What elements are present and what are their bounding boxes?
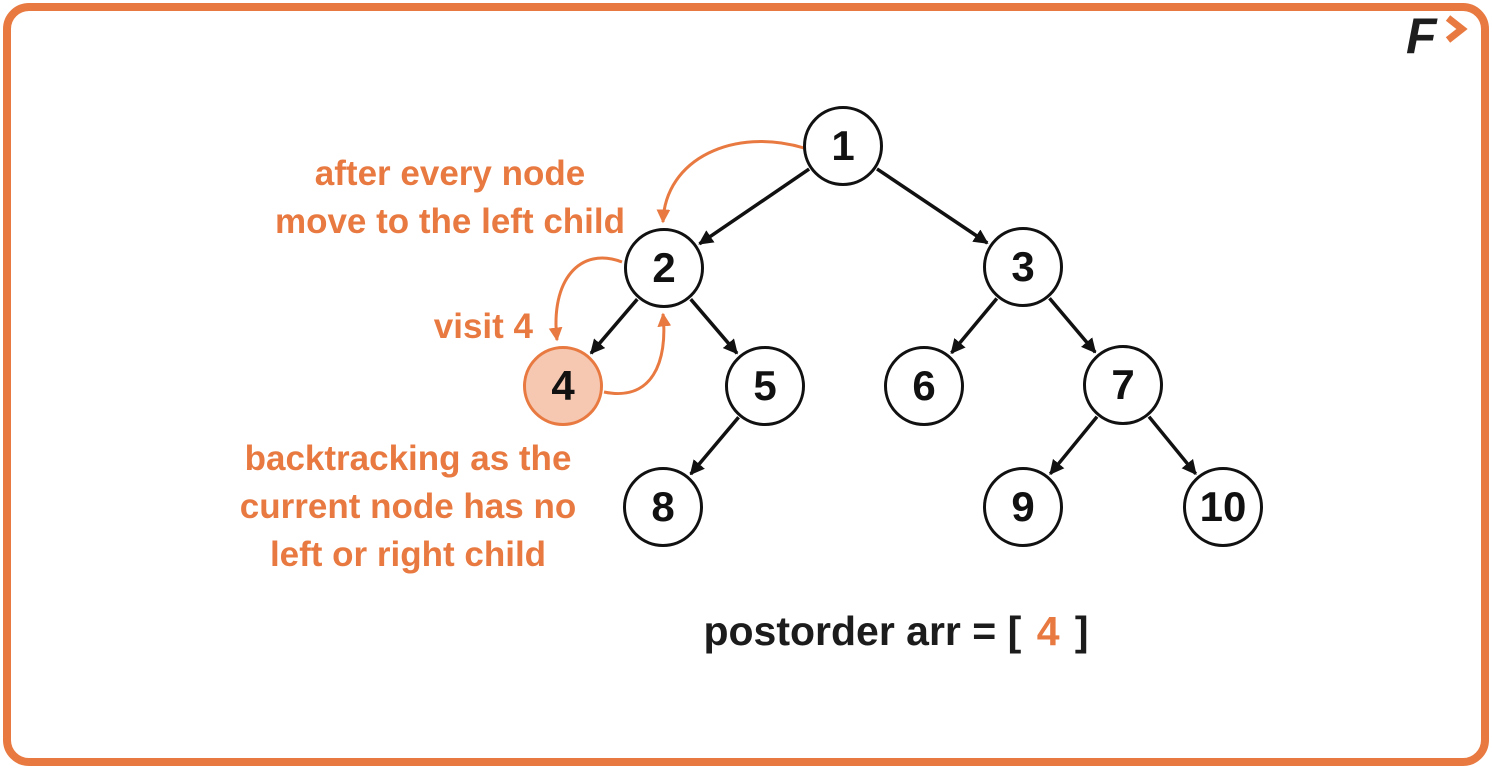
annotation-move-to-left-child: after every node move to the left child	[250, 150, 650, 246]
edge-7-10	[1147, 415, 1198, 475]
tree-node-8: 8	[623, 467, 703, 547]
tree-node-3: 3	[983, 227, 1063, 307]
tree-node-10: 10	[1183, 467, 1263, 547]
annotation-line: current node has no	[239, 487, 577, 526]
chevron-right-icon	[1445, 15, 1468, 43]
edge-1-3	[876, 167, 989, 245]
edge-7-9	[1048, 415, 1099, 475]
traversal-arrows	[548, 139, 805, 395]
brand-logo: F	[1406, 8, 1468, 64]
annotation-line: move to the left child	[274, 202, 626, 241]
tree-node-4-highlighted: 4	[523, 346, 603, 426]
traverse-arrow-2-to-4	[548, 256, 623, 342]
edge-3-6	[950, 297, 999, 355]
postorder-result: postorder arr = [ 4 ]	[646, 608, 1146, 655]
tree-node-5: 5	[725, 346, 805, 426]
annotation-line: after every node	[314, 154, 586, 193]
result-suffix: ]	[1074, 608, 1089, 654]
tree-node-1: 1	[803, 106, 883, 186]
traverse-arrow-1-to-2	[656, 139, 805, 224]
result-prefix: postorder arr = [	[703, 608, 1022, 654]
tree-node-2: 2	[624, 228, 704, 308]
tree-node-9: 9	[983, 467, 1063, 547]
annotation-line: visit 4	[433, 307, 533, 346]
annotation-line: left or right child	[269, 535, 547, 574]
edge-2-4	[589, 298, 639, 355]
result-value: 4	[1036, 608, 1060, 654]
logo-f: F	[1406, 8, 1437, 64]
edge-5-8	[689, 416, 740, 476]
annotation-visit-4: visit 4	[333, 303, 533, 351]
annotation-line: backtracking as the	[244, 439, 572, 478]
tree-edges	[589, 167, 1198, 476]
tree-node-7: 7	[1083, 345, 1163, 425]
edge-1-2	[698, 167, 811, 246]
tree-node-6: 6	[884, 346, 964, 426]
annotation-backtracking: backtracking as the current node has no …	[208, 435, 608, 579]
edge-2-5	[689, 298, 739, 355]
edge-3-7	[1048, 297, 1097, 354]
traverse-arrow-4-to-2	[603, 312, 672, 395]
